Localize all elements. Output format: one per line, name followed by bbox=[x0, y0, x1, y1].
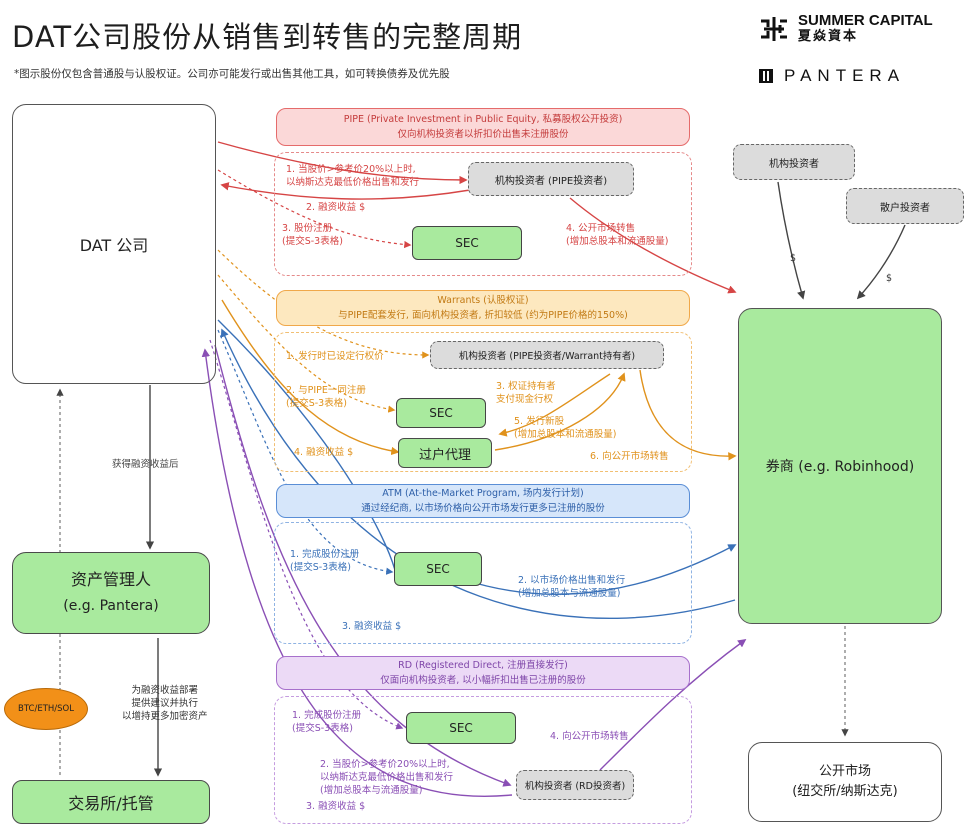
atm-arrow-1 bbox=[217, 319, 396, 571]
dat-to-am-label: 获得融资收益后 bbox=[112, 459, 179, 470]
war-arrow-6 bbox=[639, 369, 737, 461]
rd-container bbox=[274, 696, 692, 824]
rd-arrow-3 bbox=[201, 348, 513, 797]
asset-manager-node: 资产管理人 (e.g. Pantera) bbox=[12, 552, 210, 634]
atm-header: ATM (At-the-Market Program, 场内发行计划) 通过经纪… bbox=[276, 484, 690, 518]
rd-step4: 4. 向公开市场转售 bbox=[550, 731, 629, 742]
pipe-sec-node: SEC bbox=[412, 226, 522, 260]
warrants-step1: 1. 发行时已设定行权价 bbox=[286, 351, 384, 362]
pipe-header: PIPE (Private Investment in Public Equit… bbox=[276, 108, 690, 146]
pipe-step4: 4. 公开市场转售 (增加总股本和流通股量) bbox=[566, 223, 669, 247]
pantera-text: PANTERA bbox=[784, 66, 906, 85]
warrants-sec-node: SEC bbox=[396, 398, 486, 428]
inst-to-broker-arrow bbox=[777, 181, 806, 300]
pipe-step2: 2. 融资收益 $ bbox=[306, 202, 366, 213]
summer-capital-cn: 夏焱資本 bbox=[798, 29, 859, 44]
rd-step1: 1. 完成股份注册 (提交S-3表格) bbox=[292, 710, 362, 734]
am-to-ex-label: 为融资收益部署 提供建议并执行 以增持更多加密资产 bbox=[122, 685, 208, 722]
rd-investor-node: 机构投资者 (RD投资者) bbox=[516, 770, 634, 800]
public-market-exchanges: (纽交所/纳斯达克) bbox=[792, 784, 898, 799]
retail-investor-top-node: 散户投资者 bbox=[846, 188, 964, 224]
pipe-arrow-4 bbox=[569, 197, 737, 294]
atm-step2: 2. 以市场价格出售和发行 (增加总股本与流通股量) bbox=[518, 575, 626, 599]
atm-arrow-3 bbox=[464, 544, 737, 595]
warrants-step3: 3. 权证持有者 支付现金行权 bbox=[496, 381, 556, 405]
asset-manager-title: 资产管理人 bbox=[70, 570, 151, 589]
asset-manager-example: (e.g. Pantera) bbox=[63, 598, 159, 614]
warrants-investor-node: 机构投资者 (PIPE投资者/Warrant持有者) bbox=[430, 341, 664, 369]
pipe-investor-node: 机构投资者 (PIPE投资者) bbox=[468, 162, 634, 196]
war-arrow-2 bbox=[217, 274, 396, 413]
warrants-step4: 4. 融资收益 $ bbox=[294, 447, 354, 458]
pantera-icon bbox=[759, 69, 773, 83]
atm-step3: 3. 融资收益 $ bbox=[342, 621, 402, 632]
atm-arrow-4 bbox=[220, 328, 736, 620]
pantera-logo: PANTERA bbox=[758, 66, 905, 86]
war-arrow-4 bbox=[494, 372, 626, 451]
public-market-title: 公开市场 bbox=[818, 764, 871, 779]
warrants-step5: 5. 发行新股 (增加总股本和流通股量) bbox=[514, 416, 617, 440]
warrants-container bbox=[274, 332, 692, 472]
institutional-investor-top-node: 机构投资者 bbox=[733, 144, 855, 180]
warrants-step6: 6. 向公开市场转售 bbox=[590, 451, 669, 462]
war-arrow-3 bbox=[221, 299, 400, 456]
war-arrow-5 bbox=[498, 373, 611, 437]
crypto-asset-node: BTC/ETH/SOL bbox=[4, 688, 88, 730]
broker-node: 券商 (e.g. Robinhood) bbox=[738, 308, 942, 624]
summer-capital-logo: SUMMER CAPITAL 夏焱資本 bbox=[758, 13, 933, 45]
dollar-label-1: $ bbox=[790, 253, 797, 264]
pipe-arrow-3 bbox=[217, 169, 412, 249]
page-subtitle: *图示股份仅包含普通股与认股权证。公司亦可能发行或出售其他工具，如可转换债券及优… bbox=[14, 68, 450, 80]
summer-capital-icon bbox=[761, 17, 787, 41]
rd-arrow-2 bbox=[214, 344, 512, 787]
dollar-label-2: $ bbox=[886, 273, 893, 284]
dat-company-node: DAT 公司 bbox=[12, 104, 216, 384]
pipe-container bbox=[274, 152, 692, 276]
rd-step2: 2. 当股价>参考价20%以上时, 以纳斯达克最低价格出售和发行 (增加总股本与… bbox=[320, 759, 454, 796]
atm-container bbox=[274, 522, 692, 644]
pipe-arrow-1 bbox=[217, 141, 468, 185]
atm-sec-node: SEC bbox=[394, 552, 482, 586]
rd-header: RD (Registered Direct, 注册直接发行) 仅面向机构投资者,… bbox=[276, 656, 690, 690]
rd-sec-node: SEC bbox=[406, 712, 516, 744]
atm-step1: 1. 完成股份注册 (提交S-3表格) bbox=[290, 549, 360, 573]
rd-step3: 3. 融资收益 $ bbox=[306, 801, 366, 812]
exchange-custody-node: 交易所/托管 bbox=[12, 780, 210, 824]
public-market-node: 公开市场 (纽交所/纳斯达克) bbox=[748, 742, 942, 822]
rd-arrow-4 bbox=[599, 639, 747, 771]
warrants-header: Warrants (认股权证) 与PIPE配套发行, 面向机构投资者, 折扣较低… bbox=[276, 290, 690, 326]
page-title: DAT公司股份从销售到转售的完整周期 bbox=[12, 20, 523, 54]
transfer-agent-node: 过户代理 bbox=[398, 438, 492, 468]
pipe-step1: 1. 当股价>参考价20%以上时, 以纳斯达克最低价格出售和发行 bbox=[286, 164, 420, 188]
warrants-step2: 2. 与PIPE一同注册 (提交S-3表格) bbox=[286, 385, 366, 409]
pipe-step3: 3. 股份注册 (提交S-3表格) bbox=[282, 223, 343, 247]
retail-to-broker-arrow bbox=[856, 224, 906, 300]
summer-capital-en: SUMMER CAPITAL bbox=[798, 12, 933, 29]
